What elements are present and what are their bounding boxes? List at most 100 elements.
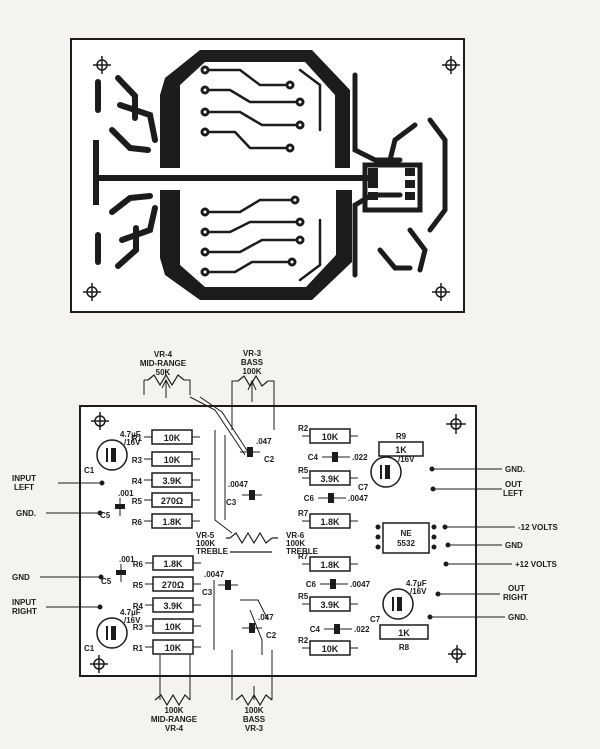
resistor-ref: R6 (132, 518, 143, 527)
electrolytic-volts: /16V (410, 587, 427, 596)
resistor-body (152, 618, 194, 634)
track-pour-bottom (160, 190, 352, 300)
capacitor-value: .001 (119, 555, 135, 564)
pot-value: 100K (286, 539, 305, 548)
resistor-ref: R7 (298, 552, 309, 561)
terminal-gnd-r1: GND. (505, 465, 525, 474)
track-pads (200, 65, 305, 277)
resistor-ref: R3 (133, 623, 144, 632)
capacitor-body (332, 452, 338, 462)
capacitor-body (328, 493, 334, 503)
resistor-ref: R8 (399, 643, 410, 652)
resistor-r2: 10K R2 (298, 424, 358, 444)
pot-name: MID-RANGE (151, 715, 198, 724)
track-ic-area (352, 72, 448, 278)
pot-name: MID-RANGE (140, 359, 187, 368)
capacitor-value: .0047 (228, 480, 249, 489)
resistor-value: 3.9K (320, 600, 340, 610)
resistor-body (309, 640, 351, 656)
resistor-body (152, 639, 194, 655)
electrolytic-ref: C1 (84, 466, 95, 475)
pot-value: 100K (244, 706, 263, 715)
track-mounting-holes (83, 56, 460, 301)
resistor-value: 10K (322, 644, 339, 654)
resistor-value: 1K (398, 628, 410, 638)
resistor-value: 10K (322, 432, 339, 442)
electrolytic-value: 4.7µF (120, 430, 141, 439)
capacitor-ref: C4 (308, 453, 319, 462)
resistor-ref: R1 (133, 644, 144, 653)
capacitor-value: .047 (256, 437, 272, 446)
pot-value: 100K (164, 706, 183, 715)
capacitor-value: .0047 (348, 494, 369, 503)
pot-vr6-treble: VR-6 100K TREBLE (286, 531, 319, 556)
electrolytic-volts: /16V (124, 438, 141, 447)
pot-name: TREBLE (286, 547, 319, 556)
capacitor-body (116, 570, 126, 575)
resistor-ref: R2 (298, 424, 309, 433)
capacitor-body (225, 580, 231, 590)
capacitor-ref: C5 (101, 577, 112, 586)
pot-ref: VR-4 (165, 724, 184, 733)
electrolytic-value: 4.7µF (120, 608, 141, 617)
track-left-strokes (95, 75, 158, 269)
resistor-value: 10K (164, 433, 181, 443)
resistor-body (309, 428, 351, 444)
resistor-value: 10K (165, 643, 182, 653)
capacitor-value: .022 (354, 625, 370, 634)
ic-ref: NE (400, 529, 412, 538)
resistor-value: 270Ω (161, 496, 183, 506)
capacitor-ref: C4 (310, 625, 321, 634)
capacitor-ref: C6 (304, 494, 315, 503)
capacitor-value: .022 (352, 453, 368, 462)
capacitor-c6: C6.0047 (306, 579, 371, 589)
capacitor-body (330, 579, 336, 589)
resistor-ref: R4 (133, 602, 144, 611)
capacitor-c6: C6 .0047 (304, 493, 369, 503)
resistor-ref: R5 (132, 497, 143, 506)
resistor-value: 270Ω (162, 580, 184, 590)
electrolytic-ref: C7 (370, 615, 381, 624)
resistor-body (309, 556, 351, 572)
capacitor-ref: C6 (306, 580, 317, 589)
terminal-leads (40, 466, 515, 620)
pot-name: BASS (241, 358, 264, 367)
electrolytic-c1: 4.7µF/16V C1 (84, 430, 141, 475)
resistor-r6: 1.8K R6 (132, 513, 200, 529)
resistor-r8: 1K R8 (379, 624, 429, 652)
track-ground-bus (95, 175, 378, 181)
capacitor-ref: C5 (100, 511, 111, 520)
resistor-body (309, 596, 351, 612)
resistor-ref: R3 (132, 456, 143, 465)
resistor-value: 1.8K (320, 517, 340, 527)
component-mounting-holes (90, 412, 466, 673)
pot-vr4-bottom: 100K MID-RANGE VR-4 (151, 655, 198, 733)
resistor-ref: R7 (298, 509, 309, 518)
capacitor-ref: C3 (202, 588, 213, 597)
resistor-ref: R9 (396, 432, 407, 441)
resistor-r9: R9 1K (378, 432, 424, 457)
track-ground-left (93, 140, 99, 205)
resistor-body (152, 597, 194, 613)
capacitor-value: .0047 (204, 570, 225, 579)
pot-value: 100K (196, 539, 215, 548)
resistor-value: 1.8K (162, 517, 182, 527)
terminal-gnd-r2: GND (505, 541, 523, 550)
resistor-ref: R6 (133, 560, 144, 569)
